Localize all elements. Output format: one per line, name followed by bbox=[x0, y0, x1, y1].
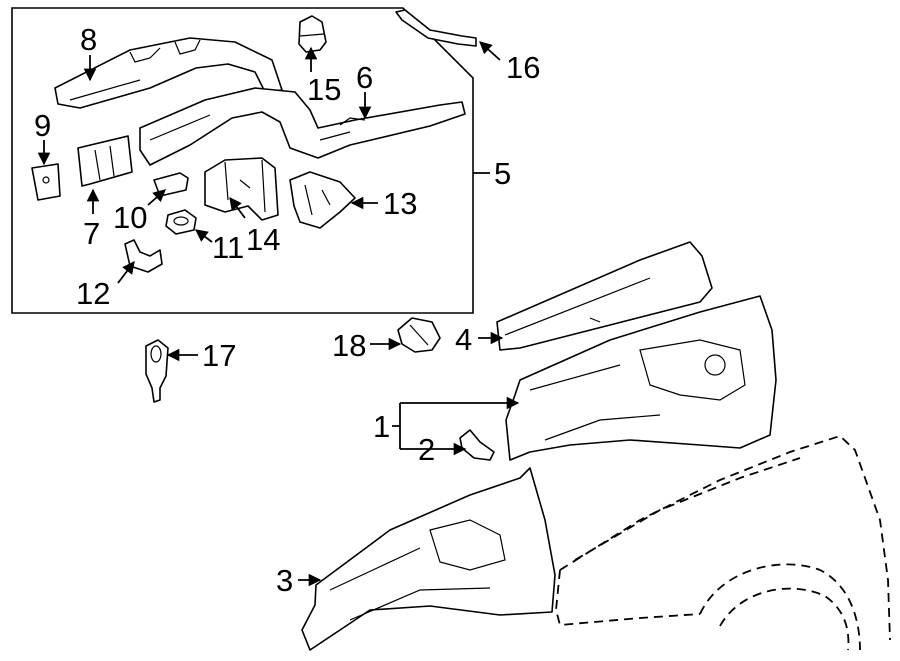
part-18-cover[interactable] bbox=[397, 317, 441, 353]
leader-lines bbox=[37, 41, 518, 587]
callout-16: 16 bbox=[506, 50, 540, 85]
part-9-plate[interactable] bbox=[31, 163, 61, 201]
callout-15: 15 bbox=[307, 72, 341, 107]
callout-9: 9 bbox=[34, 108, 51, 143]
callout-4: 4 bbox=[455, 322, 472, 357]
callout-6: 6 bbox=[356, 60, 373, 95]
callout-numbers: 8 6 15 9 7 10 11 14 12 13 5 16 17 18 4 1… bbox=[34, 22, 540, 598]
callout-2: 2 bbox=[418, 432, 435, 467]
inset-box bbox=[11, 7, 474, 314]
part-7-bracket[interactable] bbox=[77, 135, 133, 187]
callout-17: 17 bbox=[202, 338, 236, 373]
callout-3: 3 bbox=[276, 563, 293, 598]
part-16-seal[interactable] bbox=[395, 9, 477, 47]
callout-11: 11 bbox=[212, 230, 244, 265]
part-1-fender-liner[interactable] bbox=[505, 295, 777, 461]
part-3-lower-liner[interactable] bbox=[301, 467, 556, 651]
callout-18: 18 bbox=[332, 328, 366, 363]
part-14-bracket-assembly[interactable] bbox=[204, 157, 279, 221]
part-11-bushing[interactable] bbox=[165, 209, 197, 235]
part-17-grommet[interactable] bbox=[145, 339, 169, 403]
part-13-mount[interactable] bbox=[289, 171, 356, 229]
callout-1: 1 bbox=[373, 409, 390, 444]
part-2-bracket[interactable] bbox=[459, 429, 495, 461]
callout-13: 13 bbox=[383, 186, 417, 221]
callout-12: 12 bbox=[76, 276, 110, 311]
part-15-cap[interactable] bbox=[298, 15, 327, 53]
part-6-apron-rail[interactable] bbox=[139, 87, 466, 166]
callout-5: 5 bbox=[494, 156, 511, 191]
part-8-upper-rail[interactable] bbox=[54, 37, 283, 109]
part-4-seal-strip[interactable] bbox=[496, 241, 713, 351]
callout-10: 10 bbox=[113, 200, 147, 235]
part-10-block[interactable] bbox=[153, 172, 189, 197]
fender-outline bbox=[555, 434, 891, 651]
callout-14: 14 bbox=[246, 222, 280, 257]
callout-7: 7 bbox=[83, 216, 100, 251]
callout-8: 8 bbox=[80, 22, 97, 57]
